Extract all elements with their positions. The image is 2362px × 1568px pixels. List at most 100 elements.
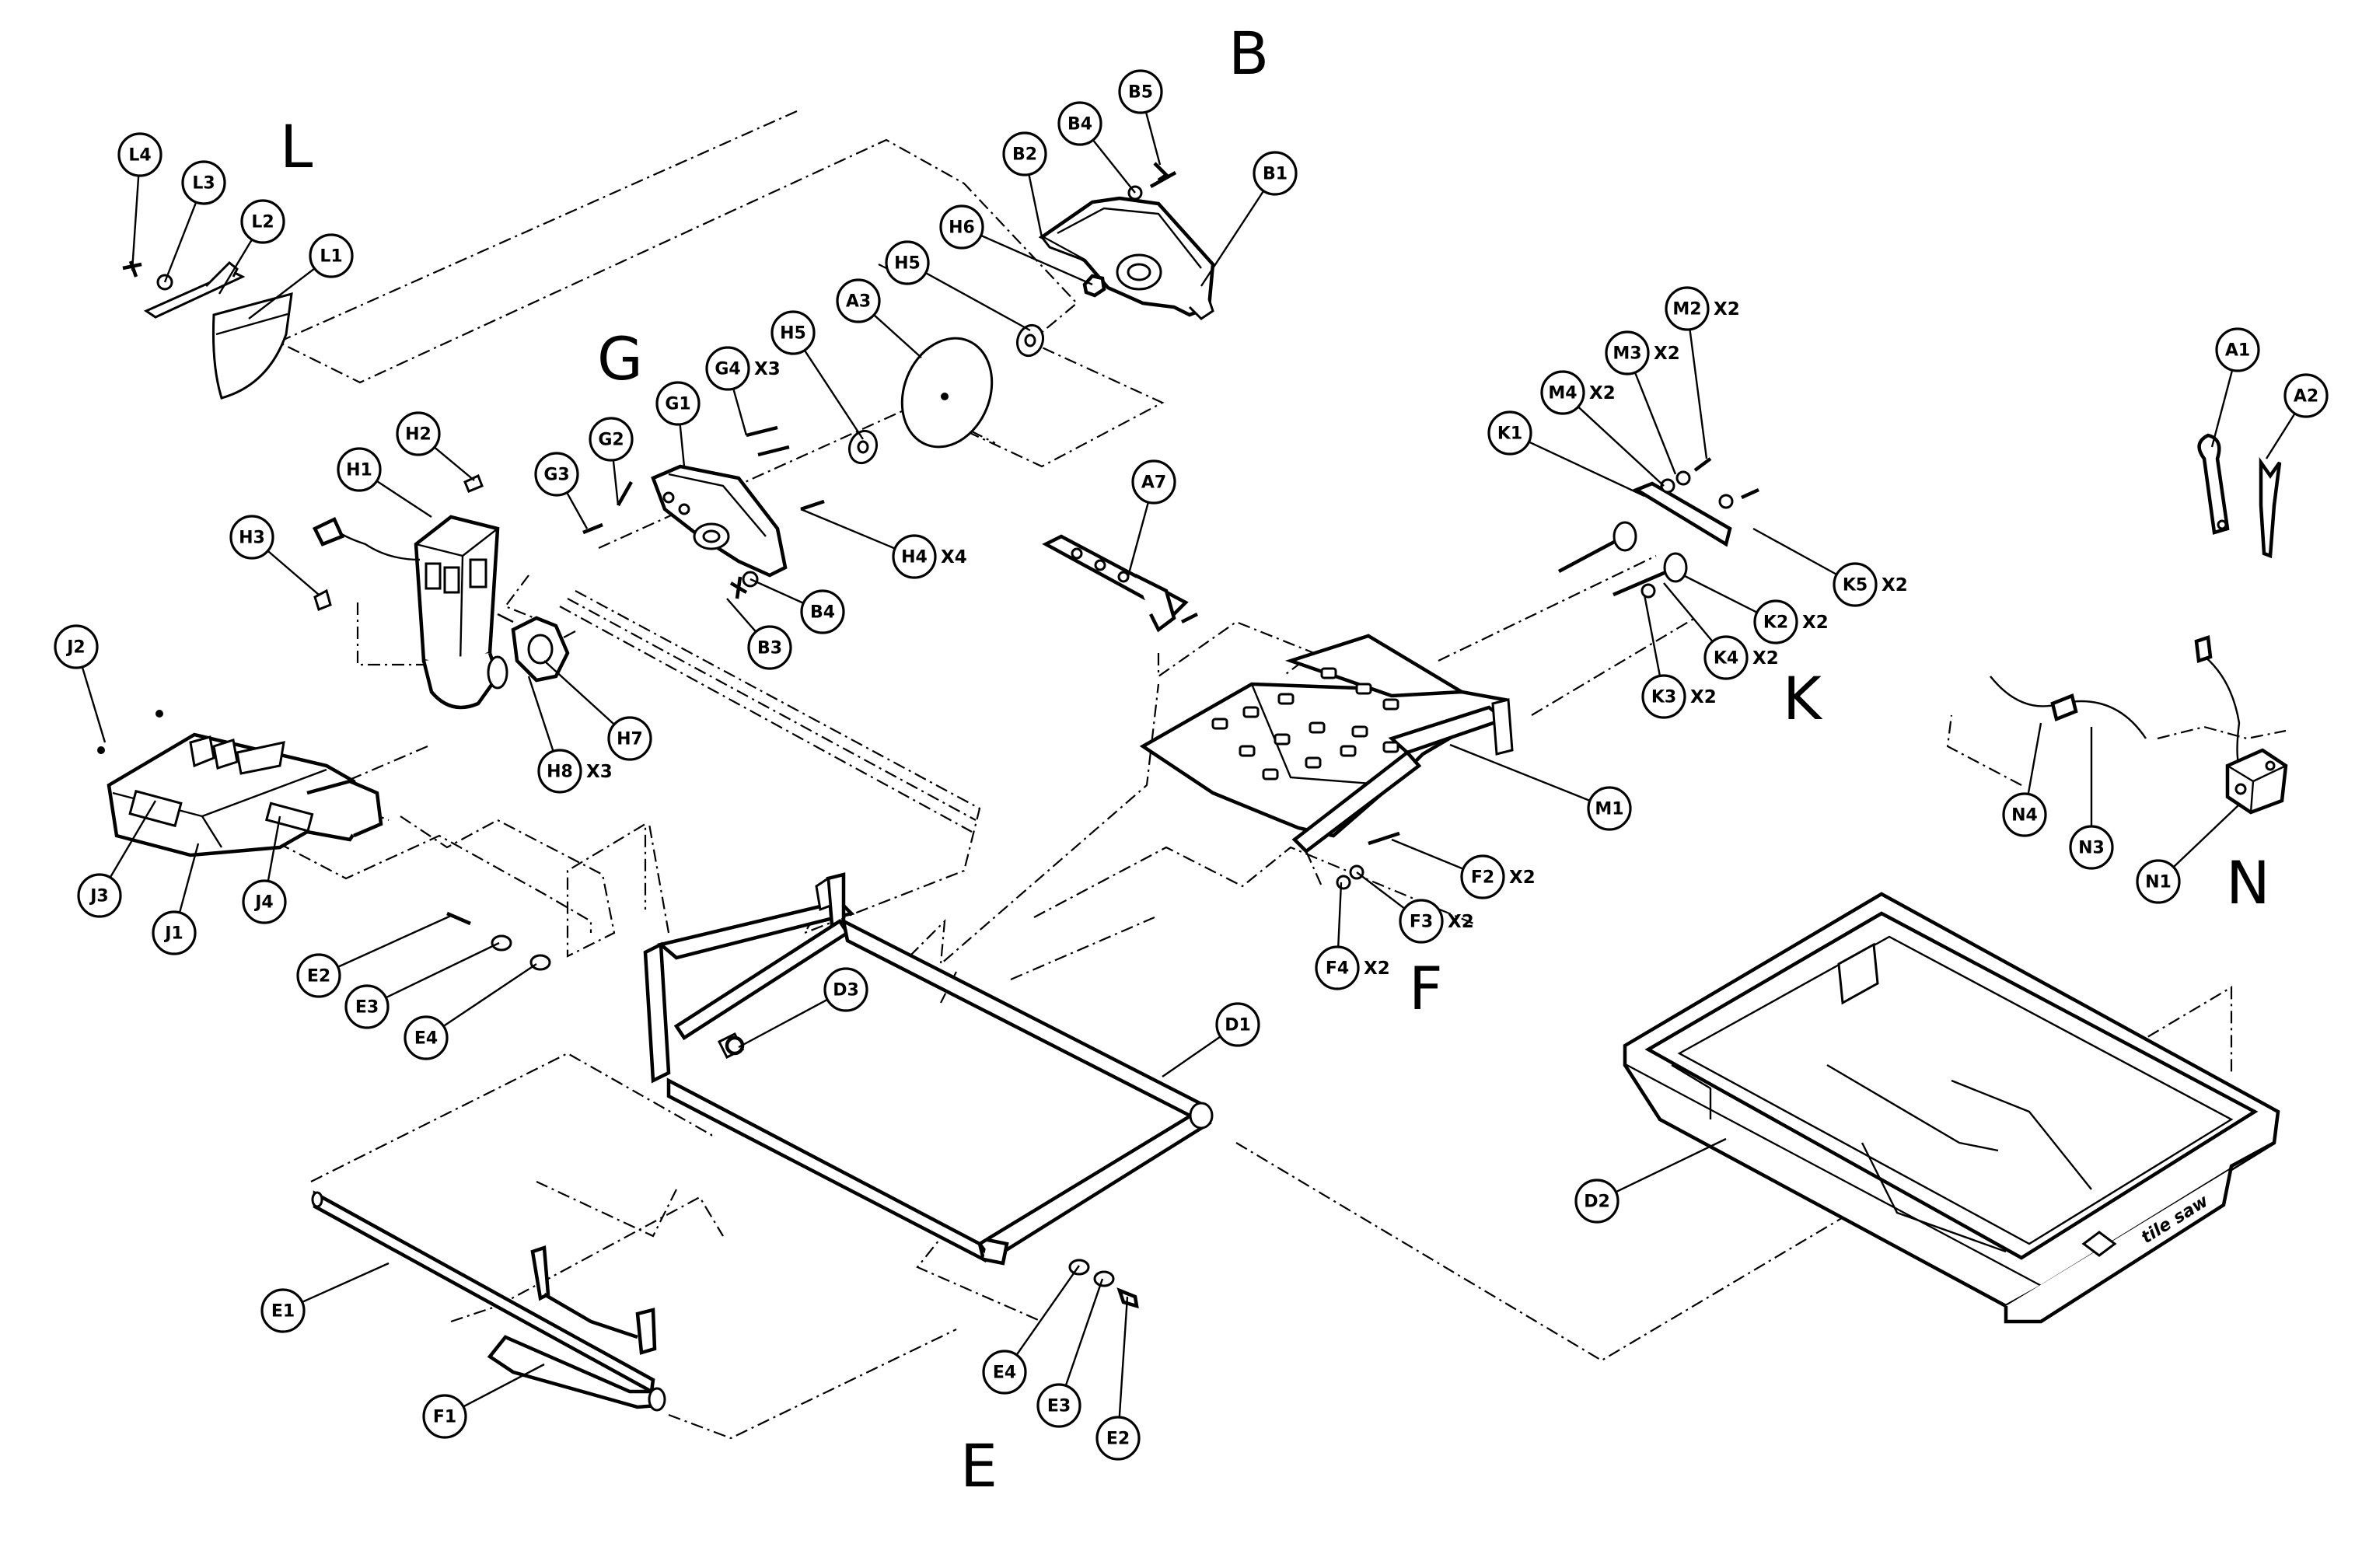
leader-line-n1 xyxy=(2172,804,2240,868)
callout-g1: G1 xyxy=(655,381,701,426)
callout-quantity: X2 xyxy=(1509,868,1536,888)
leader-line-k3 xyxy=(1643,594,1661,676)
callout-bubble xyxy=(1753,599,1798,644)
callout-label: M2 xyxy=(1672,300,1701,320)
callout-g3: G3 xyxy=(534,452,579,497)
callout-h2: H2 xyxy=(396,411,441,456)
callout-label: E4 xyxy=(414,1029,438,1049)
leader-line-h6 xyxy=(980,234,1093,286)
callout-h5: H5 xyxy=(885,240,930,285)
callout-label: G3 xyxy=(543,466,569,485)
callout-bubble xyxy=(589,417,634,462)
callout-bubble xyxy=(1118,69,1163,114)
callout-label: N3 xyxy=(2078,839,2105,858)
callout-bubble xyxy=(1131,459,1176,505)
leader-line-h3 xyxy=(267,550,320,595)
callout-a1: A1 xyxy=(2215,327,2260,372)
callout-bubble xyxy=(1057,101,1102,146)
callout-label: H5 xyxy=(894,254,921,274)
leader-line-m4 xyxy=(1578,406,1665,487)
callout-bubble xyxy=(2283,373,2329,418)
callout-label: A3 xyxy=(846,292,871,312)
leader-line-b2 xyxy=(1028,174,1043,238)
callout-d2: D2 xyxy=(1574,1179,1620,1224)
callout-a7: A7 xyxy=(1131,459,1176,505)
callout-f1: F1 xyxy=(422,1394,467,1439)
leader-line-b1 xyxy=(1200,190,1265,287)
group-label-b: B xyxy=(1228,19,1269,88)
leader-line-e3b xyxy=(1064,1278,1104,1386)
callout-e3b: E3 xyxy=(1036,1383,1081,1428)
callout-bubble xyxy=(2136,859,2181,904)
callout-e2: E2 xyxy=(296,953,341,998)
fasteners xyxy=(446,911,1139,1309)
leader-line-h1 xyxy=(376,480,432,519)
callout-j3: J3 xyxy=(77,873,122,918)
callout-label: F3 xyxy=(1410,913,1433,932)
callout-label: D3 xyxy=(833,981,859,1001)
leader-line-b5 xyxy=(1144,111,1162,166)
callout-quantity: X2 xyxy=(1690,687,1717,707)
leader-line-m1 xyxy=(1449,743,1591,802)
callout-bubble xyxy=(823,967,868,1012)
callout-label: M3 xyxy=(1613,344,1641,364)
callout-h6: H6 xyxy=(939,204,984,250)
callout-h5b: H5 xyxy=(770,310,816,355)
leader-line-f1 xyxy=(463,1363,545,1408)
callout-quantity: X2 xyxy=(1882,575,1908,595)
callout-b3: B3 xyxy=(747,625,792,670)
callout-bubble xyxy=(396,411,441,456)
callout-e3: E3 xyxy=(344,984,390,1029)
callout-label: K1 xyxy=(1497,424,1522,444)
blade-guard-assembly xyxy=(1038,162,1215,320)
callout-e1: E1 xyxy=(260,1288,306,1333)
callout-d1: D1 xyxy=(1215,1002,1260,1047)
motor-assembly xyxy=(312,473,576,710)
leader-line-f4 xyxy=(1337,882,1343,948)
callout-bubble xyxy=(240,199,285,244)
group-label-l: L xyxy=(280,112,313,181)
callout-label: K3 xyxy=(1651,688,1676,707)
leader-line-d2 xyxy=(1615,1137,1727,1193)
callout-label: D2 xyxy=(1584,1193,1610,1212)
callout-label: L3 xyxy=(192,174,215,194)
callout-bubble xyxy=(1574,1179,1620,1224)
callout-label: J2 xyxy=(65,638,86,658)
callout-bubble xyxy=(655,381,701,426)
leader-line-k5 xyxy=(1752,527,1837,576)
callout-bubble xyxy=(1399,899,1444,944)
leader-line-f2 xyxy=(1391,838,1464,870)
callout-bubble xyxy=(1487,410,1532,456)
leader-line-k1 xyxy=(1528,441,1645,498)
callout-g2: G2 xyxy=(589,417,634,462)
callout-bubble xyxy=(1587,786,1632,831)
callout-bubble xyxy=(2002,792,2047,837)
callout-bubble xyxy=(1036,1383,1081,1428)
callout-bubble xyxy=(537,749,582,794)
callout-label: N4 xyxy=(2011,806,2038,826)
callout-bubble xyxy=(2069,825,2114,870)
callout-label: K2 xyxy=(1763,613,1788,633)
callout-bubble xyxy=(181,160,226,205)
callout-quantity: X2 xyxy=(1654,344,1680,364)
callout-label: B4 xyxy=(1067,115,1092,134)
callout-leaders xyxy=(81,111,2296,1418)
callout-label: G2 xyxy=(598,431,624,450)
callout-bubble xyxy=(344,984,390,1029)
callout-bubble xyxy=(939,204,984,250)
callout-quantity: X2 xyxy=(1364,959,1390,979)
callout-b4b: B4 xyxy=(800,589,845,634)
callout-label: M1 xyxy=(1595,800,1623,819)
leader-line-b3 xyxy=(726,598,757,633)
extension-rail-assembly xyxy=(311,1190,666,1412)
callout-e2b: E2 xyxy=(1095,1416,1141,1461)
callout-n4: N4 xyxy=(2002,792,2047,837)
callout-quantity: X2 xyxy=(1802,613,1829,633)
callout-quantity: X3 xyxy=(754,359,781,379)
callout-bubble xyxy=(54,624,99,669)
leader-line-h8 xyxy=(527,676,554,752)
